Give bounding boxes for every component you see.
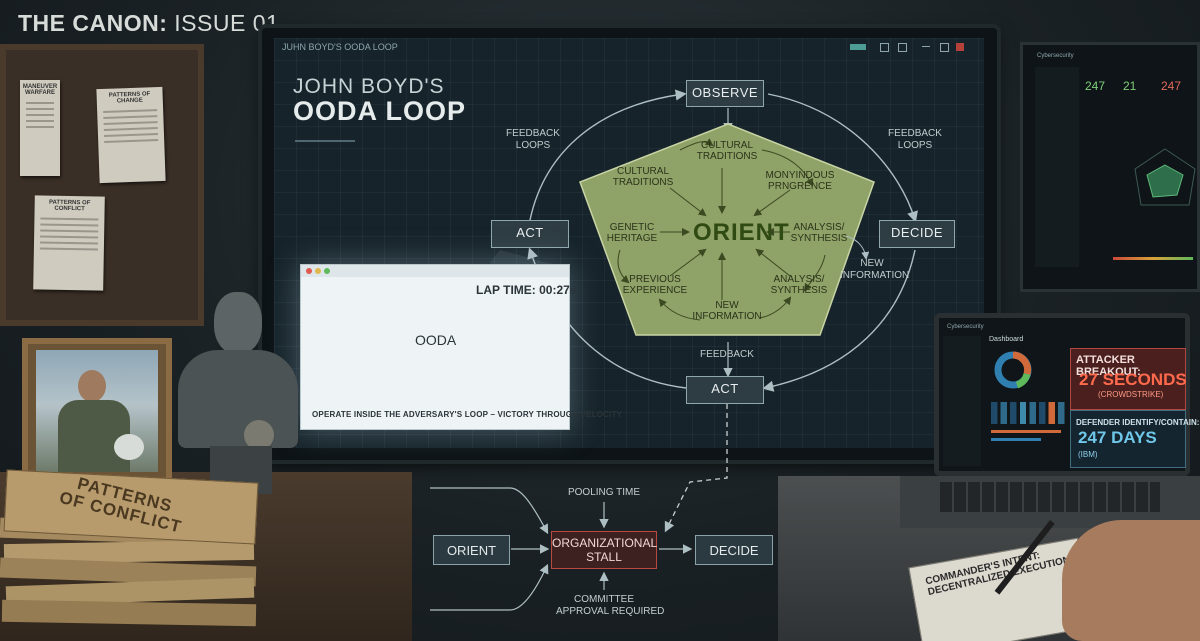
committee-label: COMMITTEE APPROVAL REQUIRED <box>556 594 665 617</box>
attacker-source: (CROWDSTRIKE) <box>1098 390 1164 399</box>
right-monitor-stat-2: 21 <box>1123 79 1137 93</box>
new-information-out: NEW INFORMATION <box>840 258 910 281</box>
orient-monyindous: MONYINDOUS PRNGRENCE <box>765 170 835 192</box>
orient-pentagon <box>579 123 875 336</box>
pooling-time-label: POOLING TIME <box>567 487 641 498</box>
boyd-bust <box>170 292 306 502</box>
act-box-bottom[interactable]: ACT <box>686 376 764 404</box>
feedback-bottom: FEEDBACK <box>700 349 754 360</box>
laptop-sidebar <box>943 336 981 466</box>
board-note-1: MANEUVER WARFARE <box>20 80 60 176</box>
defender-value: 247 DAYS <box>1078 428 1157 447</box>
issue-title: THE CANON: ISSUE 01 <box>18 10 279 37</box>
maximize-icon[interactable] <box>940 43 949 52</box>
pilot-photo <box>36 350 158 472</box>
attacker-value: 27 SECONDS <box>1079 370 1187 389</box>
observe-box[interactable]: OBSERVE <box>686 80 764 107</box>
window-icon[interactable] <box>880 43 889 52</box>
heading-line-1: JOHN BOYD'S <box>293 75 445 98</box>
pilot-head <box>78 370 106 402</box>
defender-title: DEFENDER IDENTIFY/CONTAIN: <box>1076 418 1200 427</box>
radar-chart-icon <box>1134 148 1196 206</box>
right-monitor-app: Cybersecurity <box>1037 53 1074 59</box>
defender-panel <box>1070 410 1186 468</box>
orient-cultural-traditions-left: CULTURAL TRADITIONS <box>612 166 674 188</box>
flow-orient-box[interactable]: ORIENT <box>433 535 510 565</box>
pilot-flight-suit <box>58 400 130 472</box>
right-wall-monitor: Cybersecurity 247 21 247 <box>1020 42 1200 292</box>
laptop-progress-1 <box>991 430 1061 433</box>
right-monitor-bar <box>1113 257 1193 260</box>
feedback-loops-right: FEEDBACK LOOPS <box>888 128 942 151</box>
orient-genetic-heritage: GENETIC HERITAGE <box>606 222 658 244</box>
heading-line-2: OODA LOOP <box>293 96 467 126</box>
bust-shoulders <box>178 350 298 448</box>
attacker-panel <box>1070 348 1186 410</box>
popup-maximize-icon[interactable] <box>324 268 330 274</box>
minimize-icon[interactable] <box>922 46 930 47</box>
lap-time: LAP TIME: 00:27s <box>476 283 577 297</box>
flow-decide-box[interactable]: DECIDE <box>695 535 773 565</box>
window-icon[interactable] <box>898 43 907 52</box>
defender-source: (IBM) <box>1078 450 1098 459</box>
window-status-icon <box>850 44 866 50</box>
laptop-keyboard <box>900 476 1200 528</box>
donut-chart-icon <box>994 351 1032 389</box>
decide-box[interactable]: DECIDE <box>879 220 955 248</box>
act-box-left[interactable]: ACT <box>491 220 569 248</box>
popup-minimize-icon[interactable] <box>315 268 321 274</box>
orient-previous-experience: PREVIOUS EXPERIENCE <box>622 274 688 296</box>
laptop-bar-chart <box>991 402 1071 424</box>
popup-footer: OPERATE INSIDE THE ADVERSARY'S LOOP – VI… <box>312 410 623 419</box>
feedback-loops-left: FEEDBACK LOOPS <box>506 128 560 151</box>
close-icon[interactable] <box>956 43 964 51</box>
popup-titlebar <box>301 265 569 277</box>
orient-new-information: NEW INFORMATION <box>692 300 762 322</box>
window-controls <box>850 43 976 53</box>
helmet-icon <box>114 434 144 460</box>
orient-analysis-bottom: ANALYSIS/ SYNTHESIS <box>770 274 828 296</box>
lap-time-popup <box>300 264 570 430</box>
orient-title: ORIENT <box>693 219 790 246</box>
attacker-title: ATTACKER BREAKOUT: <box>1076 354 1141 378</box>
emblem-icon <box>244 420 274 450</box>
organizational-stall-box[interactable]: ORGANIZATIONAL STALL <box>551 531 657 569</box>
issue-title-bold: THE CANON: <box>18 10 168 36</box>
right-monitor-stat-1: 247 <box>1085 79 1106 93</box>
bust-head <box>214 292 262 354</box>
writing-hand <box>1062 520 1200 641</box>
right-monitor-stat-3: 247 <box>1161 79 1182 93</box>
ooda-cycle-label: OODA <box>415 332 457 348</box>
right-monitor-sidebar <box>1035 67 1079 267</box>
board-note-1-title: MANEUVER WARFARE <box>22 84 58 96</box>
laptop-dashboard-title: Dashboard <box>989 336 1024 343</box>
laptop-app-name: Cybersecurity <box>947 324 984 330</box>
orient-analysis-right: ANALYSIS/ SYNTHESIS <box>790 222 848 244</box>
keyboard-keys <box>940 482 1160 512</box>
orient-cultural-traditions-top: CULTURAL TRADITIONS <box>696 140 758 162</box>
popup-close-icon[interactable] <box>306 268 312 274</box>
issue-title-rest: ISSUE 01 <box>167 10 280 36</box>
laptop-progress-2 <box>991 438 1041 441</box>
cork-board: MANEUVER WARFARE PATTERNS OF CHANGE PATT… <box>0 44 204 326</box>
window-title: JUHN BOYD'S OODA LOOP <box>282 42 398 52</box>
heading-underline <box>295 140 355 142</box>
